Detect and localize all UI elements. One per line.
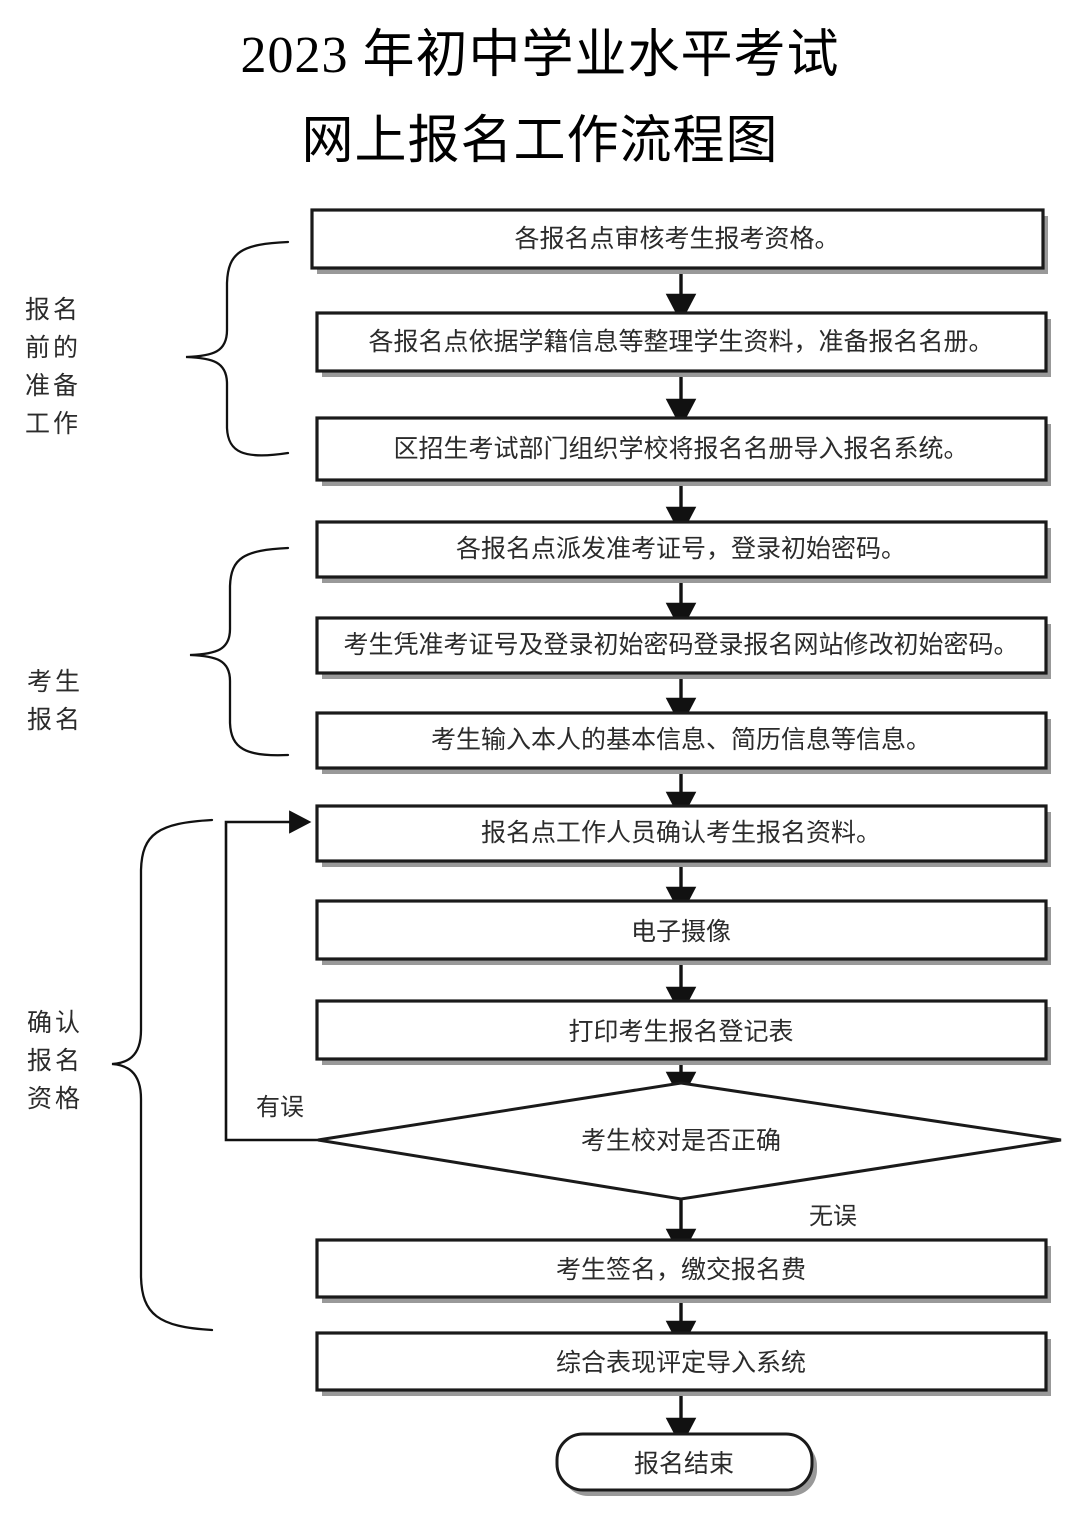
node-n13-label: 报名结束 (634, 1450, 734, 1478)
connector-error-loop (224, 810, 318, 1142)
node-n7[interactable]: 报名点工作人员确认考生报名资料。 (315, 804, 1051, 867)
node-n6[interactable]: 考生输入本人的基本信息、简历信息等信息。 (315, 711, 1051, 774)
svg-text:确认: 确认 (27, 1009, 83, 1037)
svg-text:前的: 前的 (25, 334, 81, 362)
node-n7-label: 报名点工作人员确认考生报名资料。 (481, 819, 881, 847)
svg-text:考生: 考生 (27, 668, 83, 696)
brace-confirm-qualification (111, 818, 214, 1332)
node-n1-label: 各报名点审核考生报考资格。 (514, 225, 839, 253)
node-n3[interactable]: 区招生考试部门组织学校将报名名册导入报名系统。 (315, 416, 1051, 486)
node-n11[interactable]: 考生签名，缴交报名费 (315, 1238, 1051, 1303)
group-label-confirm-qualification: 确认 报名 资格 (27, 1009, 83, 1113)
node-n8-label: 电子摄像 (631, 918, 731, 946)
group-label-candidate-registration: 考生 报名 (27, 668, 83, 734)
svg-text:报名: 报名 (27, 1047, 83, 1075)
svg-text:准备: 准备 (25, 372, 81, 400)
node-n3-label: 区招生考试部门组织学校将报名名册导入报名系统。 (393, 435, 968, 463)
node-n9[interactable]: 打印考生报名登记表 (315, 999, 1051, 1065)
node-n2-label: 各报名点依据学籍信息等整理学生资料，准备报名名册。 (368, 328, 993, 356)
edge-label-no-error: 无误 (809, 1204, 857, 1230)
node-n4[interactable]: 各报名点派发准考证号，登录初始密码。 (315, 520, 1051, 583)
svg-text:资格: 资格 (27, 1085, 83, 1113)
brace-candidate-registration (189, 546, 290, 757)
page-title-line-2: 网上报名工作流程图 (301, 113, 778, 170)
node-n11-label: 考生签名，缴交报名费 (556, 1256, 806, 1284)
node-n6-label: 考生输入本人的基本信息、简历信息等信息。 (431, 726, 931, 754)
svg-text:报名: 报名 (27, 706, 83, 734)
node-n5[interactable]: 考生凭准考证号及登录初始密码登录报名网站修改初始密码。 (315, 616, 1051, 679)
node-n5-label: 考生凭准考证号及登录初始密码登录报名网站修改初始密码。 (343, 631, 1018, 659)
decision-diamond (317, 1081, 1062, 1201)
node-n12[interactable]: 综合表现评定导入系统 (315, 1331, 1051, 1396)
node-n12-label: 综合表现评定导入系统 (556, 1349, 806, 1377)
page-title-line-1: 2023 年初中学业水平考试 (240, 27, 839, 84)
node-n13[interactable]: 报名结束 (555, 1432, 817, 1496)
group-label-preparation: 报名 前的 准备 工作 (25, 296, 81, 438)
node-n2[interactable]: 各报名点依据学籍信息等整理学生资料，准备报名名册。 (315, 311, 1051, 377)
brace-preparation (185, 240, 290, 457)
svg-text:工作: 工作 (25, 410, 81, 438)
node-n9-label: 打印考生报名登记表 (568, 1018, 793, 1046)
node-n10-label: 考生校对是否正确 (581, 1127, 781, 1155)
edge-label-error: 有误 (256, 1094, 304, 1121)
svg-text:报名: 报名 (25, 296, 81, 324)
node-n4-label: 各报名点派发准考证号，登录初始密码。 (456, 535, 906, 563)
node-n1[interactable]: 各报名点审核考生报考资格。 (310, 208, 1048, 274)
node-n10[interactable]: 考生校对是否正确 (317, 1081, 1062, 1201)
node-n8[interactable]: 电子摄像 (315, 899, 1051, 965)
